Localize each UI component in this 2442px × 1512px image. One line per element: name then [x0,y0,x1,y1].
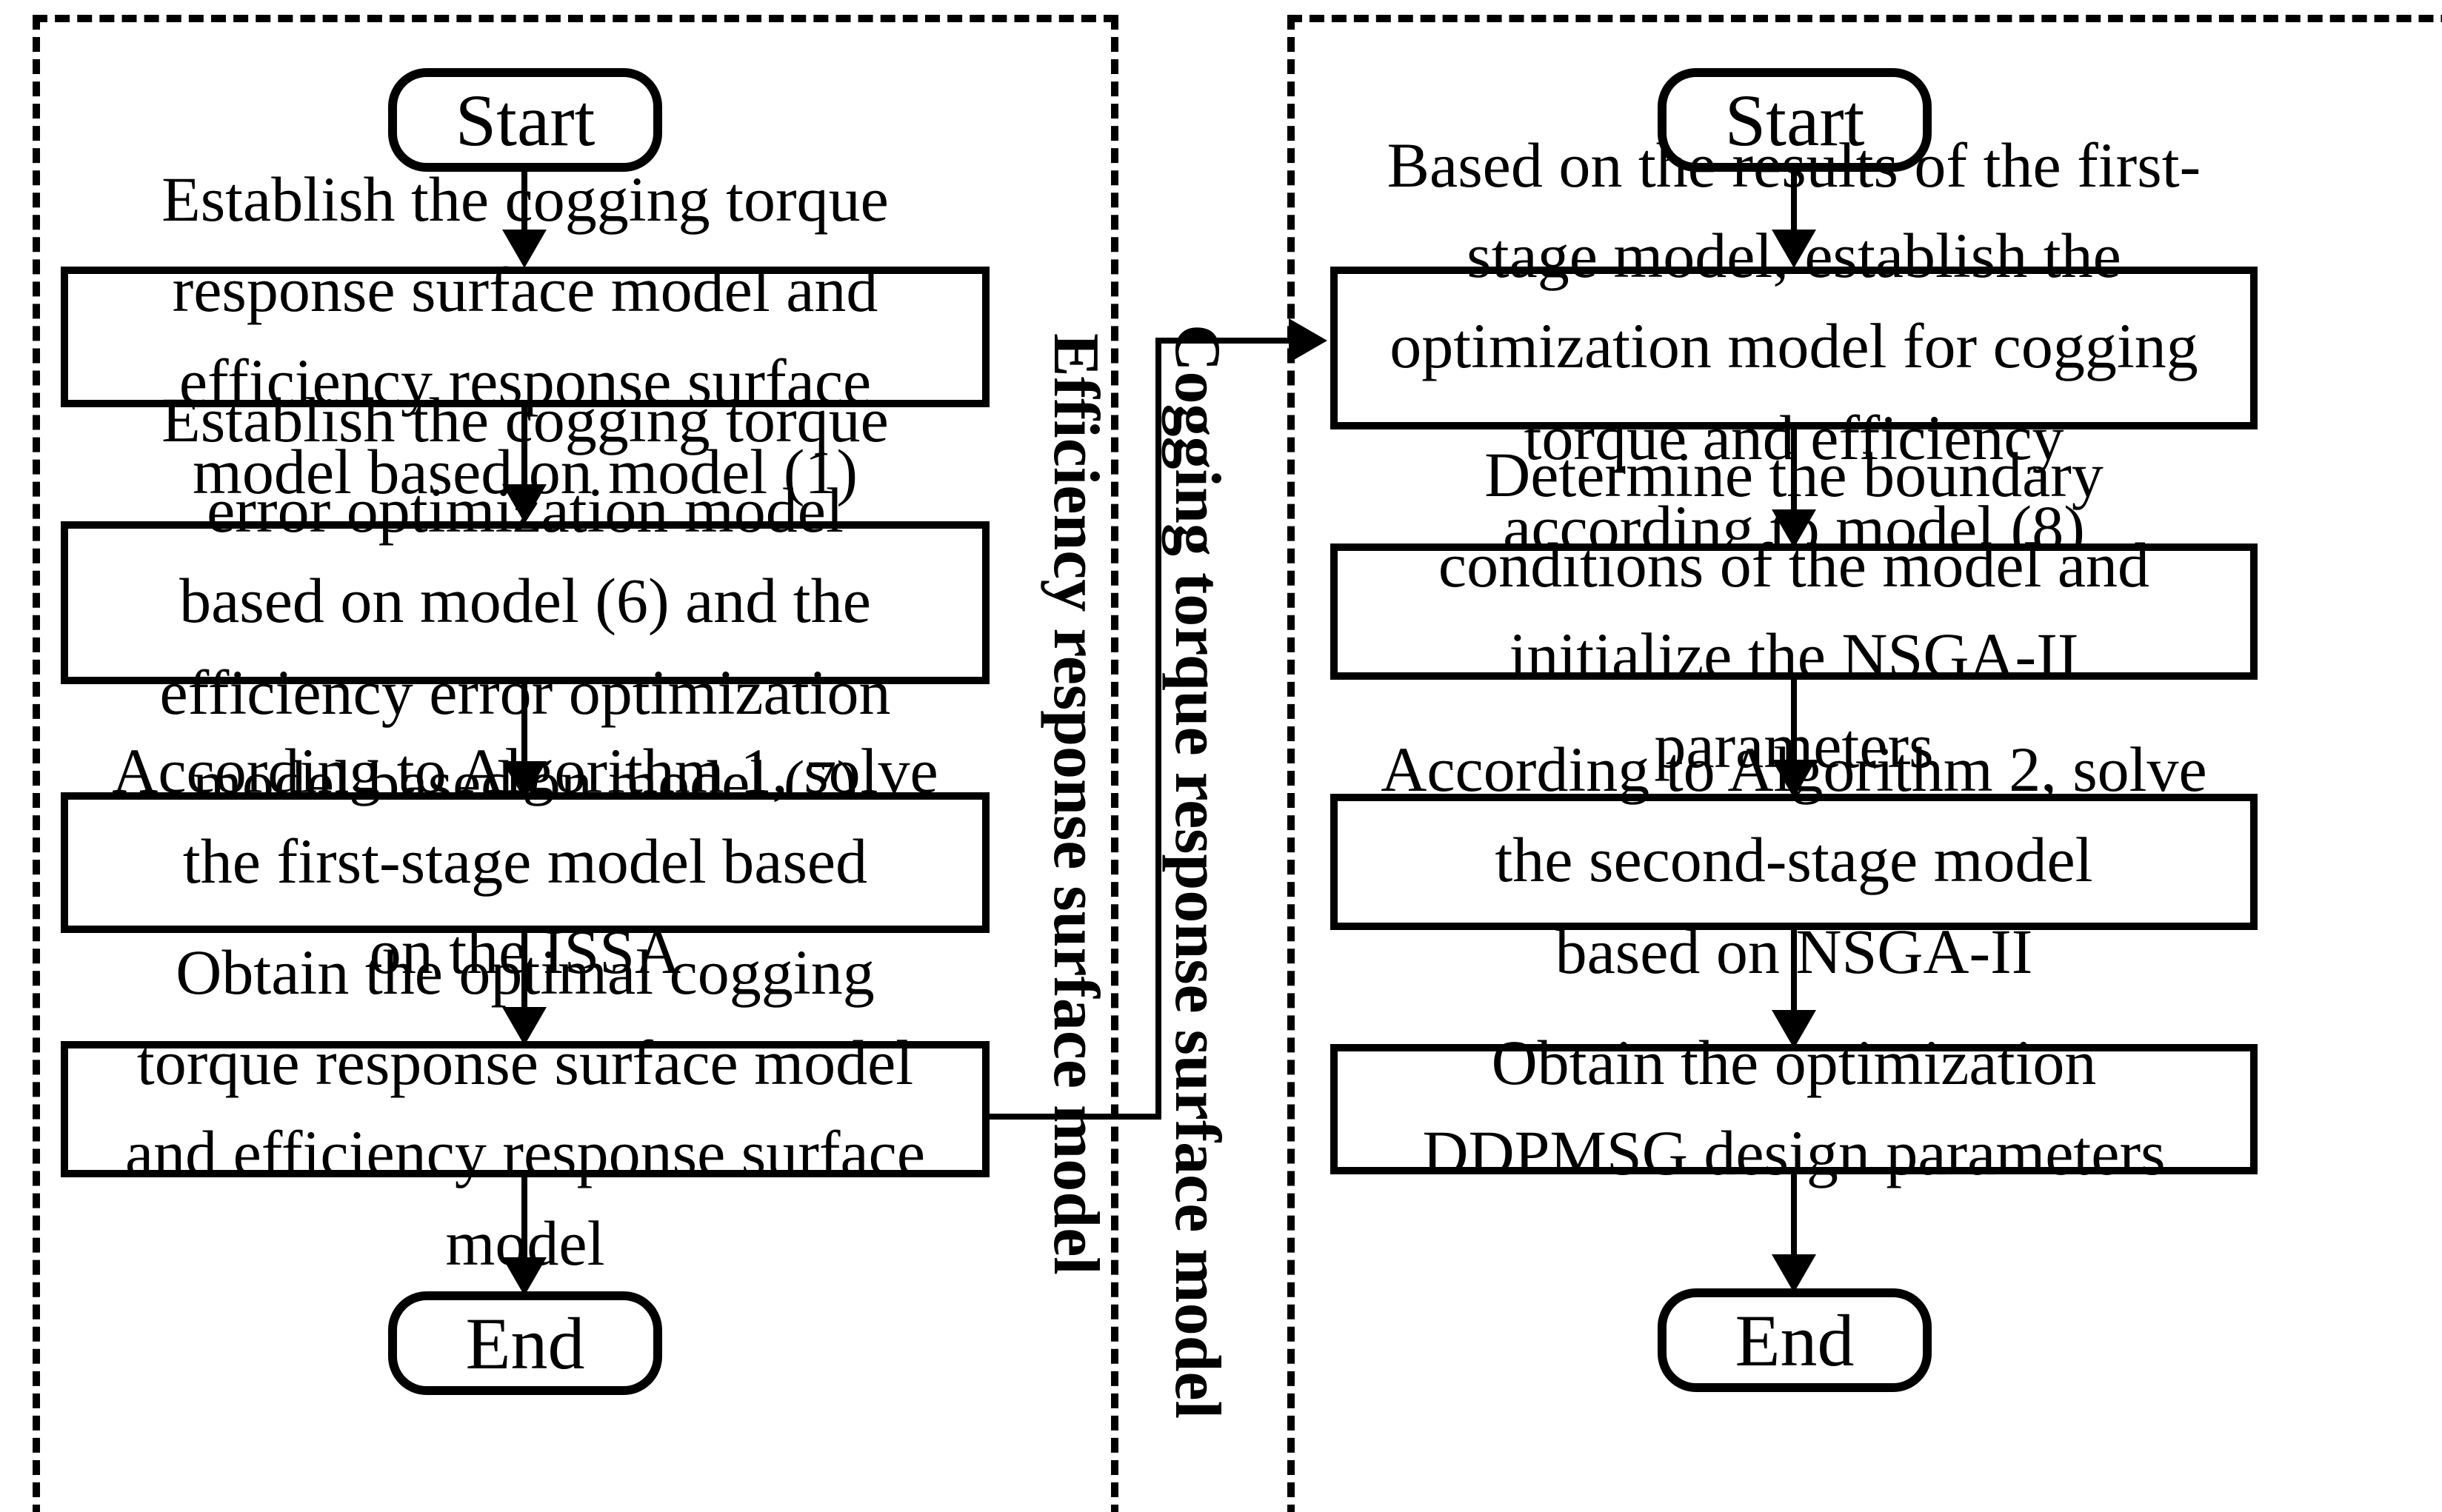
connector-first-step3-to-step4 [521,933,527,1019]
first-stage-step-2: Establish the cogging torque error optim… [61,387,990,818]
connector-second-step4-to-end [1791,1174,1797,1266]
arrowhead-first-end [502,1257,547,1296]
cross-connector-segment-horizontal-upper [1155,338,1315,344]
arrowhead-second-step4 [1772,1010,1816,1048]
stage-panel-second [1287,15,2442,1512]
connector-label-efficiency-text: Efficiency response surface model [1040,333,1112,1275]
stage-panel-first [33,15,1118,1512]
connector-first-step1-to-step2 [521,407,527,496]
second-stage-step-1-label: Based on the results of the first-stage … [1387,132,2201,564]
second-stage-start-terminator: Start [1658,68,1932,172]
connector-second-step3-to-step4 [1791,930,1797,1022]
first-stage-step-3: According to Algorithm 1, solve the firs… [61,737,990,988]
second-stage-step-2: Determine the boundary conditions of the… [1330,441,2258,782]
cross-connector-segment-vertical [1155,338,1161,1120]
first-stage-step-3-label: According to Algorithm 1, solve the firs… [112,737,938,989]
first-stage-step-1: Establish the cogging torque response su… [61,167,990,507]
connector-label-efficiency: Efficiency response surface model [1038,333,1114,1275]
arrowhead-second-end [1772,1254,1816,1293]
second-stage-start-label: Start [1724,78,1865,161]
arrowhead-cross-connector [1289,318,1327,363]
first-stage-end-label: End [465,1302,585,1385]
cross-connector-segment-horizontal-lower [988,1114,1161,1120]
second-stage-end-terminator: End [1658,1288,1932,1392]
connector-first-step2-to-step3 [521,684,527,773]
connector-second-step2-to-step3 [1791,680,1797,772]
connector-first-start-to-step1 [521,172,527,241]
connector-second-step1-to-step2 [1791,429,1797,521]
second-stage-step-4-label: Obtain the optimization DDPMSG design pa… [1422,1028,2166,1189]
second-stage-step-4: Obtain the optimization DDPMSG design pa… [1330,1029,2258,1189]
first-stage-step-4-label: Obtain the optimal cogging torque respon… [124,938,926,1279]
second-stage-step-1: Based on the results of the first-stage … [1330,133,2258,563]
first-stage-step-4: Obtain the optimal cogging torque respon… [61,939,990,1279]
connector-first-step4-to-end [521,1177,527,1269]
second-stage-end-label: End [1735,1299,1855,1382]
second-stage-step-3: According to Algorithm 2, solve the seco… [1330,737,2258,987]
first-stage-step-1-label: Establish the cogging torque response su… [161,166,889,508]
connector-label-cogging-torque-text: Cogging torque response surface model [1161,324,1234,1419]
connector-second-start-to-step1 [1791,172,1797,241]
arrowhead-first-step1 [502,230,547,268]
arrowhead-first-step4 [502,1007,547,1046]
arrowhead-second-step1 [1772,230,1816,268]
connector-label-cogging-torque: Cogging torque response surface model [1160,324,1235,1419]
arrowhead-first-step2 [502,484,547,523]
second-stage-step-3-label: According to Algorithm 2, solve the seco… [1381,736,2207,988]
first-stage-start-label: Start [455,78,596,161]
first-stage-end-terminator: End [388,1291,662,1395]
first-stage-start-terminator: Start [388,68,662,172]
arrowhead-second-step2 [1772,509,1816,548]
arrowhead-second-step3 [1772,760,1816,798]
second-stage-step-2-label: Determine the boundary conditions of the… [1438,441,2150,783]
